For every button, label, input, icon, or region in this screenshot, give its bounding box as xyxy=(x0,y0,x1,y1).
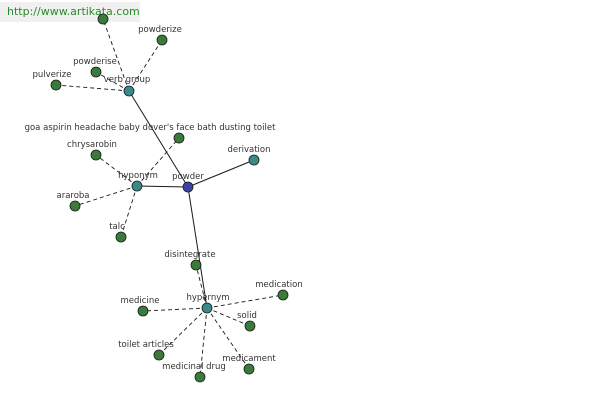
node-solid[interactable] xyxy=(244,320,256,332)
node-disintegrate[interactable] xyxy=(190,259,202,271)
watermark-text: http://www.artikata.com xyxy=(7,5,140,18)
node-label-powderise: powderise xyxy=(73,57,117,67)
edge-verb_group-pulverize xyxy=(55,84,130,92)
node-medicament[interactable] xyxy=(243,363,255,375)
node-label-medicament: medicament xyxy=(222,354,276,364)
node-label-hyponym: hyponym xyxy=(118,171,158,181)
edge-powder-hyponym xyxy=(136,185,189,188)
edge-hyponym-goa xyxy=(136,137,180,187)
node-label-medicinal-drug: medicinal drug xyxy=(162,362,226,372)
edge-powder-derivation xyxy=(187,159,255,188)
node-powderise[interactable] xyxy=(90,66,102,78)
node-hyponym[interactable] xyxy=(131,180,143,192)
edge-hyponym-araroba xyxy=(74,185,138,207)
node-medicinal-drug[interactable] xyxy=(194,371,206,383)
edge-hypernym-disintegrate xyxy=(195,264,208,309)
node-label-disintegrate: disintegrate xyxy=(164,250,215,260)
labels-layer: powder verb group hyponym derivation hyperny… xyxy=(25,25,303,372)
node-goa[interactable] xyxy=(173,132,185,144)
node-verb-group[interactable] xyxy=(123,85,135,97)
node-label-chrysarobin: chrysarobin xyxy=(67,140,117,150)
node-vg-top[interactable] xyxy=(97,13,109,25)
node-label-medicine: medicine xyxy=(121,296,160,306)
node-label-pulverize: pulverize xyxy=(33,70,72,80)
edges-layer xyxy=(55,18,284,378)
node-toilet-articles[interactable] xyxy=(153,349,165,361)
node-derivation[interactable] xyxy=(248,154,260,166)
edge-hypernym-solid xyxy=(206,307,251,327)
edge-powder-hypernym xyxy=(187,186,208,309)
node-medicine[interactable] xyxy=(137,305,149,317)
node-label-derivation: derivation xyxy=(227,145,270,155)
edge-verb_group-powderize xyxy=(128,39,163,92)
edge-hypernym-medicine xyxy=(142,307,208,312)
node-medication[interactable] xyxy=(277,289,289,301)
edge-powder-verb_group xyxy=(128,90,189,188)
node-label-goa: goa aspirin headache baby dover's face b… xyxy=(25,123,277,133)
node-label-araroba: araroba xyxy=(56,191,89,201)
edge-hyponym-chrysarobin xyxy=(95,154,138,187)
node-label-verb-group: verb group xyxy=(104,75,151,85)
node-powder[interactable] xyxy=(182,181,194,193)
node-pulverize[interactable] xyxy=(50,79,62,91)
node-chrysarobin[interactable] xyxy=(90,149,102,161)
node-label-powderize: powderize xyxy=(138,25,182,35)
edge-verb_group-vg_top xyxy=(102,18,130,92)
edge-hyponym-talc xyxy=(120,185,138,238)
node-label-hypernym: hypernym xyxy=(186,293,229,303)
nodes-layer xyxy=(50,13,289,383)
edge-hypernym-medication xyxy=(206,294,284,309)
node-label-medication: medication xyxy=(255,280,302,290)
node-label-talc: talc xyxy=(109,222,125,232)
node-araroba[interactable] xyxy=(69,200,81,212)
node-label-toilet-articles: toilet articles xyxy=(118,340,174,350)
edge-verb_group-powderise xyxy=(95,71,130,92)
edge-hypernym-medicament xyxy=(206,307,250,370)
node-label-powder: powder xyxy=(172,172,204,182)
edge-hypernym-medicinal_drug xyxy=(199,307,208,378)
node-powderize[interactable] xyxy=(156,34,168,46)
node-hypernym[interactable] xyxy=(201,302,213,314)
node-label-solid: solid xyxy=(237,311,257,321)
node-talc[interactable] xyxy=(115,231,127,243)
